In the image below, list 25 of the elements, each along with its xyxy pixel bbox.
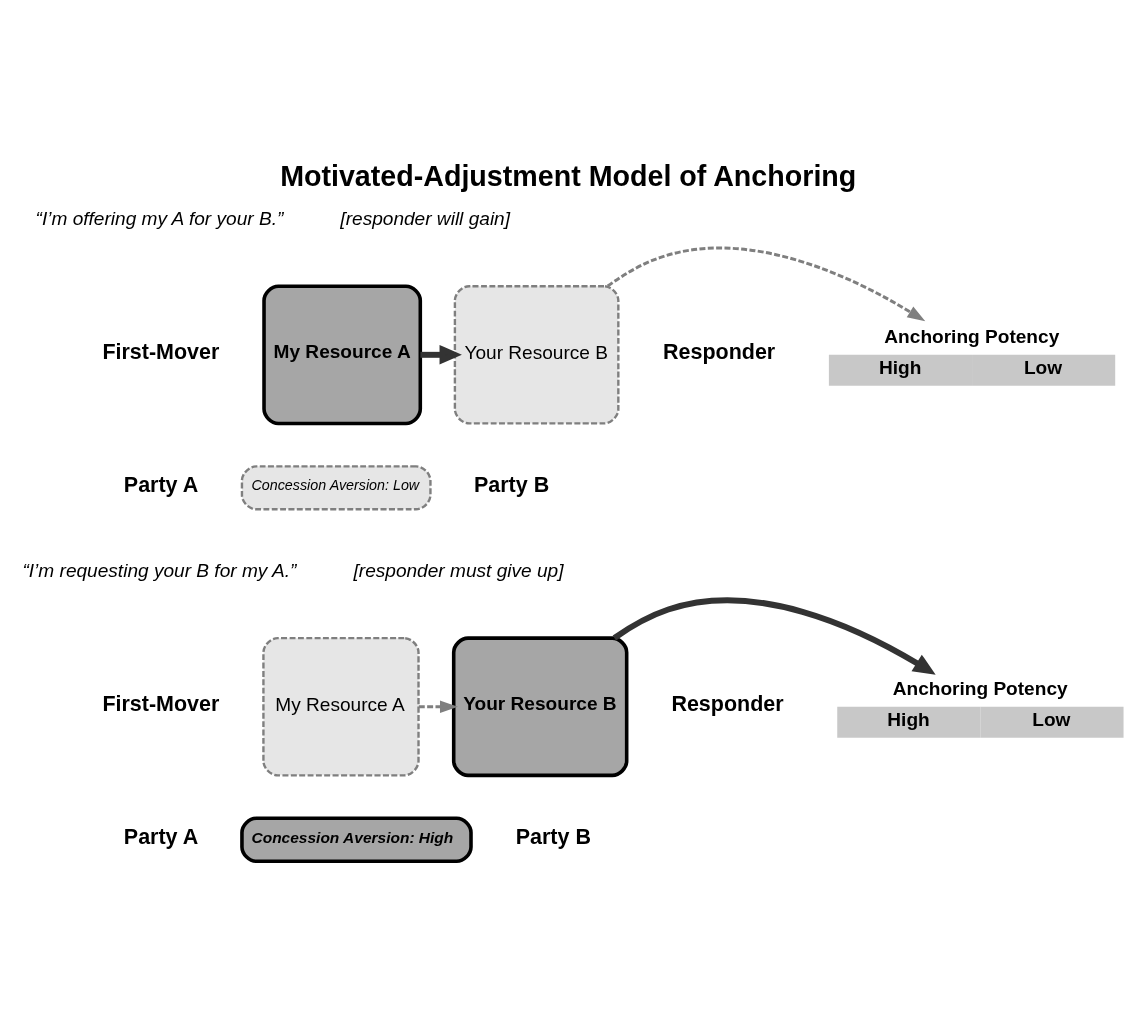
node-box: My Resource A: [262, 284, 423, 426]
arrow: [420, 345, 462, 365]
node-box: Your Resource B: [451, 636, 629, 778]
label: Responder: [663, 339, 776, 364]
label: First-Mover: [102, 339, 220, 364]
node-box: Concession Aversion: High: [240, 816, 473, 863]
label: “I’m requesting your B for my A.”: [22, 560, 297, 582]
label: Party B: [515, 824, 591, 849]
label: “I’m offering my A for your B.”: [35, 208, 284, 230]
label: Party B: [473, 472, 550, 497]
label: Responder: [671, 691, 784, 716]
node-box: Concession Aversion: Low: [240, 465, 432, 511]
node-label: Anchoring Potency: [884, 325, 1060, 347]
arrow: [606, 246, 926, 322]
arrow: [418, 700, 458, 714]
label: First-Mover: [102, 691, 220, 716]
label: [responder will gain]: [340, 208, 511, 230]
node-box: Your Resource B: [453, 285, 620, 425]
node-label: Anchoring Potency: [892, 677, 1068, 699]
label: Party A: [123, 472, 199, 497]
label: Party A: [123, 824, 199, 849]
diagram-title: Motivated-Adjustment Model of Anchoring: [280, 160, 857, 193]
label: [responder must give up]: [353, 560, 564, 582]
arrow: [612, 597, 936, 675]
node-box: My Resource A: [262, 636, 420, 777]
